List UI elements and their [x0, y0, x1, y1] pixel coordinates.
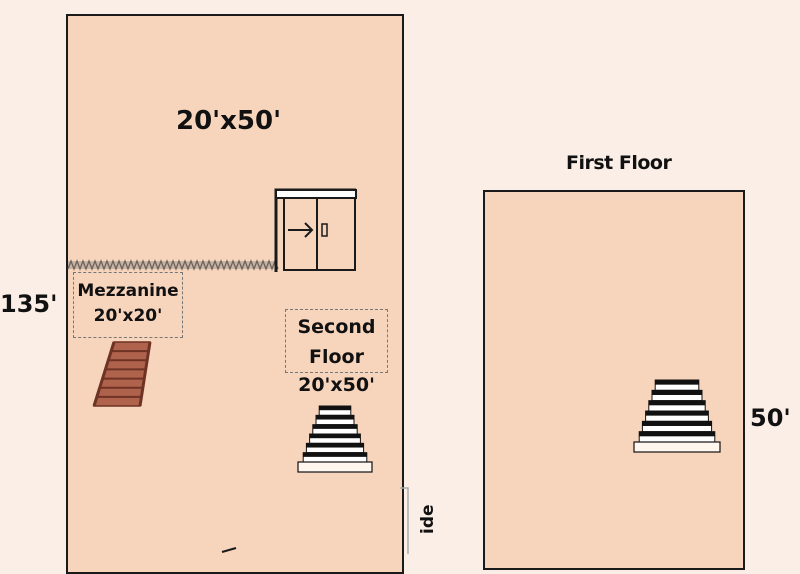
- main-building-size-label: 20'x50': [176, 106, 282, 136]
- mezzanine-railing: [67, 259, 279, 271]
- second-floor-label-box: [285, 309, 388, 373]
- mezzanine-name: Mezzanine: [77, 281, 179, 301]
- main-building-dimension-label: 135': [0, 290, 58, 318]
- main-building: [66, 14, 404, 574]
- mezzanine-size: 20'x20': [93, 306, 163, 326]
- second-floor-size: 20'x50': [298, 374, 375, 396]
- bottom-line-fragment: [400, 487, 409, 554]
- wooden-stairs-icon: [92, 341, 152, 407]
- first-floor-title: First Floor: [566, 152, 672, 174]
- mezzanine-label-box: [73, 272, 183, 338]
- side-label: ide: [418, 504, 438, 534]
- first-floor-dimension-label: 50': [750, 404, 791, 432]
- stairs-icon: [297, 405, 373, 473]
- second-floor-name-line2: Floor: [309, 346, 364, 368]
- second-floor-name-line1: Second: [297, 316, 376, 338]
- arrow-right-icon: [288, 222, 314, 238]
- door-icon: [274, 188, 357, 272]
- stairs-icon: [633, 379, 721, 453]
- first-floor-room: [483, 190, 745, 570]
- bottom-mark-fragment: [221, 547, 237, 553]
